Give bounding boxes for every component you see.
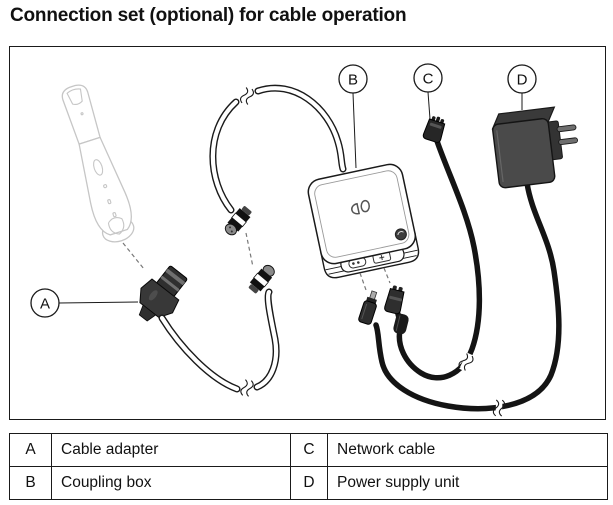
connector-dashed-line [245, 232, 254, 268]
network-plug-illustration [384, 285, 405, 315]
cable-break-mark [239, 86, 255, 106]
cable-break-mark [240, 378, 254, 398]
legend-key-b: B [9, 466, 52, 500]
indicator-button [394, 228, 407, 241]
power-cable-illustration [373, 180, 562, 412]
round-connector-upper [224, 206, 252, 236]
legend-label-b: Coupling box [51, 466, 291, 500]
network-port-dashed-line [383, 267, 391, 284]
legend-key-d: D [290, 466, 328, 500]
callout-b: B [338, 64, 368, 169]
legend-row-1: A Cable adapter C Network cable [9, 433, 608, 467]
cable-break-mark [458, 352, 474, 372]
connection-diagram: A B C D [9, 46, 606, 420]
ferrite-bead [393, 313, 409, 335]
legend-label-a: Cable adapter [51, 433, 291, 467]
dc-plug-illustration [358, 290, 378, 325]
network-connector-illustration [422, 116, 446, 143]
callout-c-label: C [423, 71, 434, 88]
scanner-illustration [61, 84, 135, 243]
round-connector-lower [248, 264, 275, 294]
callout-d-label: D [517, 72, 528, 89]
callout-a: A [30, 288, 139, 318]
cable-break-mark [492, 398, 506, 418]
power-supply-illustration [491, 106, 579, 189]
coupling-box-illustration [307, 163, 420, 279]
legend-key-c: C [290, 433, 328, 467]
coupling-box-cable-illustration [209, 84, 347, 214]
page-title: Connection set (optional) for cable oper… [10, 5, 407, 26]
brand-logo [351, 199, 370, 215]
legend-label-c: Network cable [327, 433, 608, 467]
scanner-cable-illustration [158, 288, 280, 393]
legend-key-a: A [9, 433, 52, 467]
legend-row-2: B Coupling box D Power supply unit [9, 466, 608, 500]
callout-a-label: A [40, 296, 50, 313]
callout-b-label: B [348, 72, 358, 89]
callout-c: C [413, 63, 443, 120]
plug-pins [556, 124, 579, 146]
callout-d: D [507, 64, 537, 110]
legend-label-d: Power supply unit [327, 466, 608, 500]
cable-adapter-illustration [138, 265, 188, 322]
power-port-dashed-line [359, 272, 367, 291]
legend-table: A Cable adapter C Network cable B Coupli… [9, 433, 608, 500]
scanner-adapter-dashed-line [122, 242, 145, 270]
